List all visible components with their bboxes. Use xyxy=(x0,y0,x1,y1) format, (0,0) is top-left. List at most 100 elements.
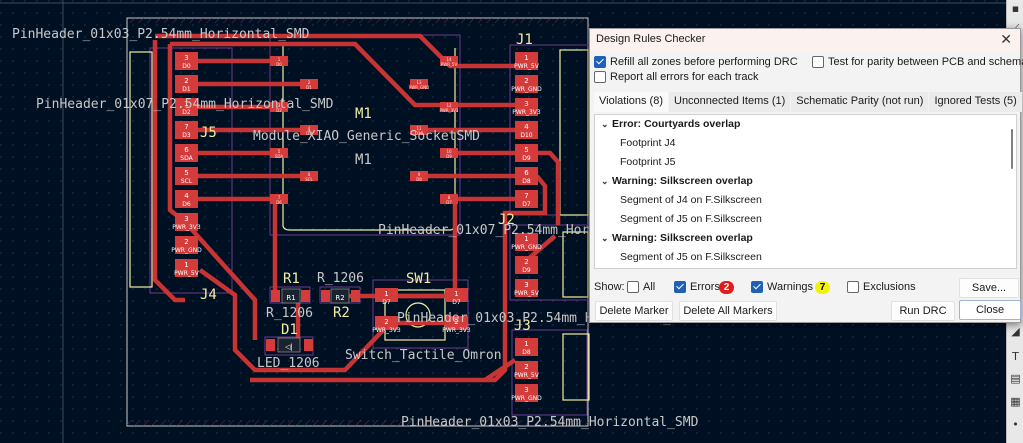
chevron-down-icon[interactable]: ⌄ xyxy=(601,233,609,243)
delete-marker-button[interactable]: Delete Marker xyxy=(595,301,673,321)
pad-j1[interactable]: 5D9 xyxy=(515,144,538,162)
ref-j2: J2 xyxy=(498,212,515,228)
table-tool-icon[interactable]: ▦ xyxy=(1010,395,1021,408)
checkbox-box[interactable] xyxy=(594,56,606,68)
pad-d1[interactable] xyxy=(304,339,313,351)
pad-sw1[interactable]: 1D7 xyxy=(375,288,398,306)
scrollbar[interactable] xyxy=(1011,129,1013,169)
violation-item[interactable]: Segment of J4 on F.Silkscreen xyxy=(620,194,762,206)
show-errors-checkbox[interactable]: Errors xyxy=(674,281,720,293)
pad-m1[interactable]: 8D7 xyxy=(440,194,458,205)
run-drc-button[interactable]: Run DRC xyxy=(891,301,955,321)
checkbox-box[interactable] xyxy=(594,71,606,83)
pad-j3[interactable]: 1D8 xyxy=(515,338,538,356)
tab-unconnected-items[interactable]: Unconnected Items (1) xyxy=(669,92,791,112)
pad-net-name: D10 xyxy=(415,131,424,136)
pad-j5[interactable]: 4D6 xyxy=(175,190,198,208)
toolbar-icon[interactable]: ▪ xyxy=(1011,2,1020,15)
violation-group[interactable]: ⌄Warning: Silkscreen overlap xyxy=(601,229,753,248)
dialog-titlebar[interactable]: Design Rules Checker ✕ xyxy=(590,29,1020,51)
show-all-checkbox[interactable]: All xyxy=(627,281,655,293)
tab-violations[interactable]: Violations (8) xyxy=(594,92,668,112)
violations-list[interactable]: ⌄Error: Courtyards overlap Footprint J4 … xyxy=(594,114,1017,269)
checkbox-box[interactable] xyxy=(812,56,824,68)
pad-net-name: D1 xyxy=(182,86,191,93)
pad-j1[interactable]: 6D8 xyxy=(515,167,538,185)
chevron-down-icon[interactable]: ⌄ xyxy=(601,119,609,129)
pad-r2[interactable] xyxy=(351,290,360,302)
violation-item[interactable]: Footprint J5 xyxy=(620,156,676,168)
pad-j5[interactable]: 7D3 xyxy=(175,121,198,139)
violation-item[interactable]: Segment of J5 on F.Silkscreen xyxy=(620,213,762,225)
violation-item[interactable]: Footprint J4 xyxy=(620,137,676,149)
pad-r2[interactable] xyxy=(321,290,330,302)
violation-group[interactable]: ⌄Warning: Silkscreen overlap xyxy=(601,172,753,191)
save-button[interactable]: Save... xyxy=(959,278,1019,298)
pad-j5[interactable]: 2D1 xyxy=(175,75,198,93)
checkbox-box[interactable] xyxy=(751,281,763,293)
show-exclusions-checkbox[interactable]: Exclusions xyxy=(847,281,916,293)
show-warnings-checkbox[interactable]: Warnings xyxy=(751,281,813,293)
pads-layer: 3D02D11D27D36SDA5SCL4D63PWR_3V32PWR_GND1… xyxy=(171,52,542,402)
checkbox-box[interactable] xyxy=(847,281,859,293)
close-icon[interactable]: ✕ xyxy=(1000,31,1012,47)
checkbox-box[interactable] xyxy=(627,281,639,293)
pad-d1[interactable] xyxy=(266,339,275,351)
toolbar-icon[interactable]: ◢ xyxy=(1011,325,1020,338)
pad-j2[interactable]: 2D9 xyxy=(515,256,538,274)
chevron-down-icon[interactable]: ⌄ xyxy=(601,176,609,186)
pad-j1[interactable]: 7D7 xyxy=(515,190,538,208)
violation-item[interactable]: Segment of J5 on F.Silkscreen xyxy=(620,251,762,263)
text-tool-icon[interactable]: T xyxy=(1012,350,1019,363)
pad-m1[interactable]: 3D2 xyxy=(270,102,288,113)
refill-zones-checkbox[interactable]: Refill all zones before performing DRC xyxy=(594,56,798,68)
pad-shape xyxy=(440,56,458,66)
pad-r1[interactable] xyxy=(271,290,280,302)
pad-j5[interactable]: 1D2 xyxy=(175,98,198,116)
tab-ignored-tests[interactable]: Ignored Tests (5) xyxy=(929,92,1022,112)
courtyard-j5-j4 xyxy=(149,47,233,294)
textbox-tool-icon[interactable]: ▤ xyxy=(1010,372,1021,385)
checkbox-box[interactable] xyxy=(674,281,686,293)
pad-m1[interactable]: 4D3 xyxy=(300,125,318,136)
dimension-tool-icon[interactable]: • xyxy=(1012,418,1019,431)
pad-sw1[interactable]: 1D7 xyxy=(445,288,468,306)
pad-r1[interactable] xyxy=(301,290,310,302)
violation-group-label: Warning: Silkscreen overlap xyxy=(612,232,753,244)
pad-m1[interactable]: 2D1 xyxy=(300,79,318,90)
pad-number: 2 xyxy=(384,318,388,326)
test-parity-checkbox[interactable]: Test for parity between PCB and schemati… xyxy=(812,56,1023,68)
close-button[interactable]: Close xyxy=(959,300,1021,320)
delete-all-markers-button[interactable]: Delete All Markers xyxy=(679,301,777,321)
tab-schematic-parity[interactable]: Schematic Parity (not run) xyxy=(791,92,929,112)
report-all-checkbox[interactable]: Report all errors for each track xyxy=(594,71,759,83)
pad-m1[interactable]: 7D6 xyxy=(270,194,288,205)
pad-m1[interactable]: 1D0 xyxy=(270,56,288,67)
pad-m1[interactable]: 9D8 xyxy=(410,171,428,182)
silk-j4-j5-body xyxy=(129,51,153,288)
violation-group[interactable]: ⌄Error: Courtyards overlap xyxy=(601,115,740,134)
pad-j5[interactable]: 3D0 xyxy=(175,52,198,70)
